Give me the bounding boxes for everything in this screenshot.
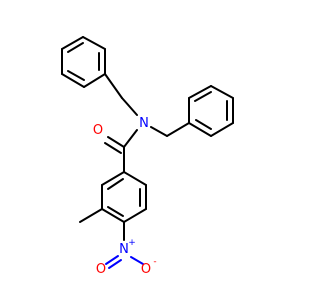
bond-ring3-inner-2: [107, 206, 124, 217]
nitro-oxygen-double-label: O: [96, 262, 106, 277]
molecule-structure: N O N + O O -: [0, 0, 300, 300]
bond-ring1-4: [83, 73, 106, 88]
bond-carbonyl-double-2: [104, 142, 122, 154]
nitro-nitrogen-label: N: [119, 242, 129, 257]
amide-nitrogen-label: N: [139, 116, 149, 131]
nitro-nitrogen-charge: +: [128, 238, 136, 248]
bond-ring2-2: [210, 85, 234, 99]
bond-nitro-n-o-double-1: [105, 255, 119, 265]
bond-ring3-4: [101, 208, 125, 223]
bond-ring2-inner-3: [195, 119, 212, 130]
bond-set: [61, 36, 234, 241]
bond-ring3-6: [101, 171, 125, 186]
bond-ring3-3: [123, 208, 147, 223]
bond-ch2-left-n: [121, 97, 138, 116]
carbonyl-oxygen-label: O: [93, 123, 103, 138]
nitro-group-bonds: [105, 255, 144, 269]
nitro-oxygen-single-label: O: [141, 262, 151, 277]
bond-ring3-inner-3: [107, 178, 124, 190]
bond-ring2-4: [210, 122, 234, 137]
bond-ring2-5: [188, 122, 212, 137]
atom-labels: N O N + O O -: [93, 116, 157, 277]
bond-ring3-1: [123, 171, 147, 186]
bond-ring2-inner-1: [194, 91, 212, 102]
bond-ring1-ch2: [104, 73, 123, 99]
bond-ring1-1: [61, 36, 84, 50]
nitro-oxygen-charge: -: [153, 257, 156, 267]
bond-ring1-inner-3: [67, 70, 85, 81]
background: [0, 0, 300, 300]
bond-ring1-2: [82, 36, 106, 50]
bond-n-ch2-right: [150, 126, 168, 137]
bond-ring1-5: [61, 73, 85, 88]
bond-nitro-n-o-single: [130, 256, 144, 265]
bond-methyl: [79, 208, 103, 223]
bond-nitro-n-o-double-2: [108, 259, 122, 269]
bond-ring1-inner-1: [67, 42, 84, 53]
bond-ring2-ch2: [166, 122, 190, 137]
bond-n-carbonyl: [123, 129, 138, 148]
bond-ring2-1: [188, 85, 212, 99]
bond-carbonyl-double-1: [107, 136, 125, 148]
